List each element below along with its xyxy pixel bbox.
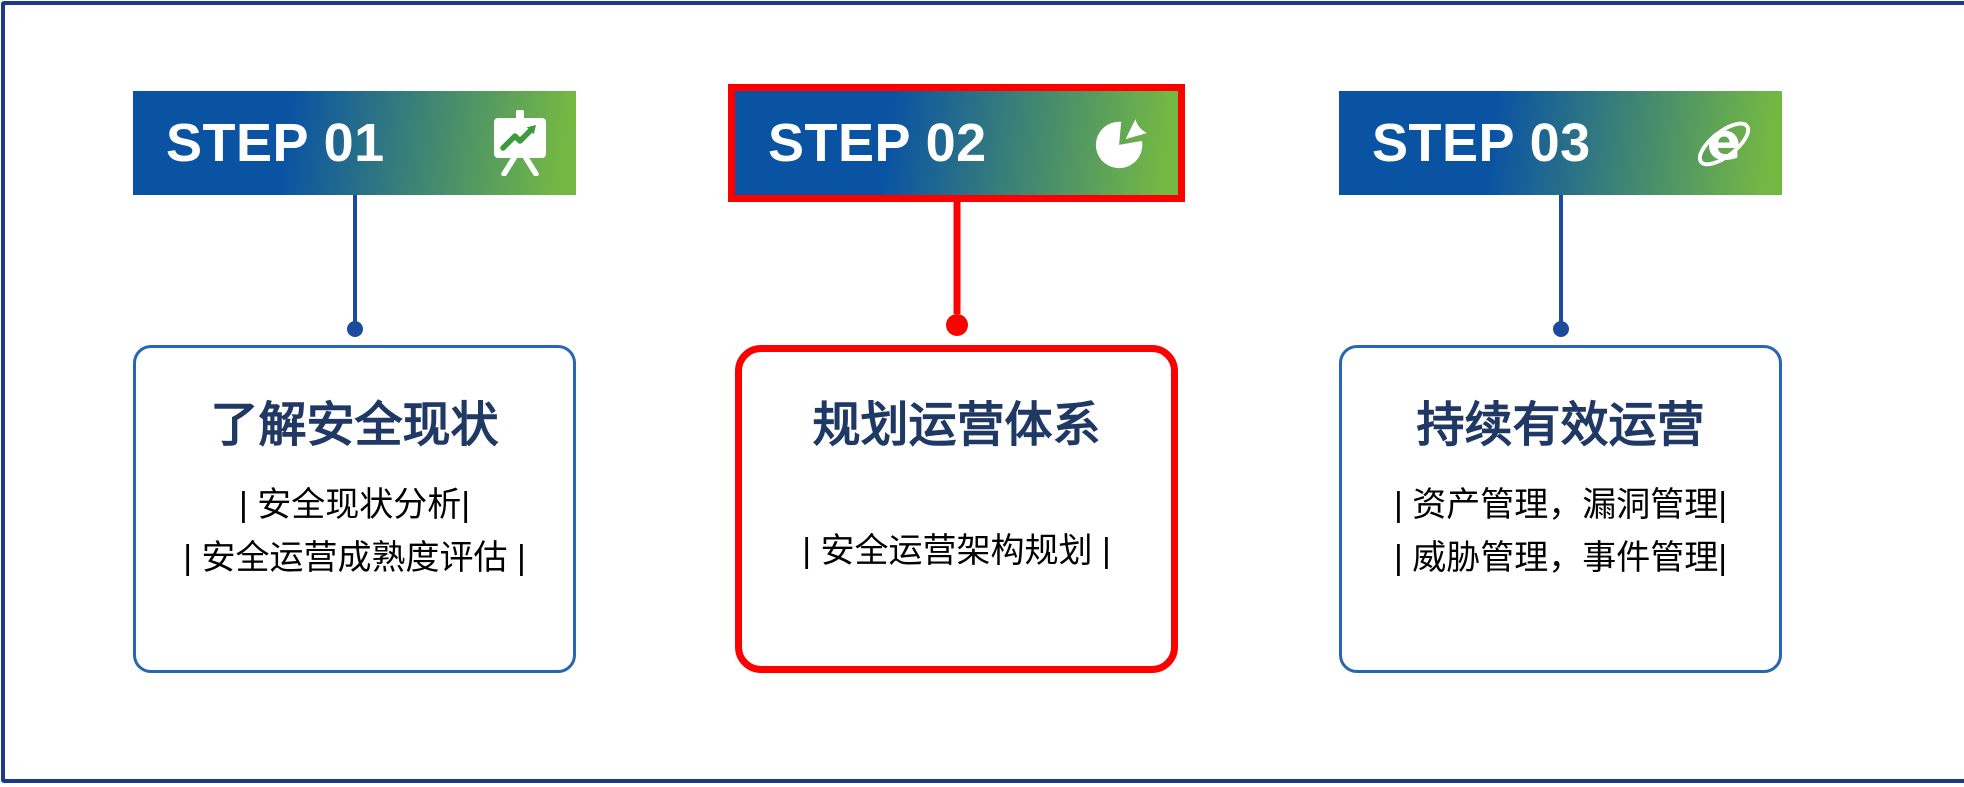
step03-label: STEP 03: [1372, 113, 1591, 173]
step03-card[interactable]: 持续有效运营 | 资产管理，漏洞管理| | 威胁管理，事件管理|: [1339, 345, 1782, 673]
step02-connector-line: [953, 202, 960, 314]
presentation-chart-icon: [490, 110, 550, 177]
step03-connector-line: [1558, 195, 1563, 323]
card-line: | 威胁管理，事件管理|: [1393, 538, 1728, 577]
step02-connector-dot: [945, 314, 968, 336]
step-column-01: STEP 01 了解安全现状 | 安全现状分析| | 安全运营成熟度评估 |: [133, 0, 576, 787]
step-column-03: STEP 03 e 持续有效运营 | 资产管理，漏洞管理| | 威胁管理，事件管…: [1339, 0, 1782, 787]
step01-card-body: | 安全现状分析| | 安全运营成熟度评估 |: [136, 479, 573, 584]
step03-header-bar[interactable]: STEP 03 e: [1339, 91, 1782, 195]
step02-header-bar[interactable]: STEP 02: [735, 91, 1178, 195]
step02-label: STEP 02: [768, 113, 987, 173]
step03-card-title: 持续有效运营: [1416, 399, 1705, 452]
step02-card[interactable]: 规划运营体系 | 安全运营架构规划 |: [735, 345, 1178, 673]
pie-chart-icon: [1094, 114, 1152, 172]
step01-card[interactable]: 了解安全现状 | 安全现状分析| | 安全运营成熟度评估 |: [133, 345, 576, 673]
step01-header-bar[interactable]: STEP 01: [133, 91, 576, 195]
internet-e-icon: e: [1692, 111, 1756, 175]
card-line: | 安全运营成熟度评估 |: [183, 538, 526, 577]
step-column-02: STEP 02 规划运营体系 | 安全运营架构规划 |: [735, 0, 1178, 787]
step02-card-title: 规划运营体系: [812, 399, 1101, 452]
step01-card-title: 了解安全现状: [210, 399, 499, 452]
card-line: | 资产管理，漏洞管理|: [1393, 486, 1728, 525]
card-line: | 安全运营架构规划 |: [802, 532, 1111, 571]
step03-card-body: | 资产管理，漏洞管理| | 威胁管理，事件管理|: [1342, 479, 1779, 584]
step01-label: STEP 01: [166, 113, 385, 173]
step01-connector-dot: [346, 321, 363, 337]
card-line: | 安全现状分析|: [238, 486, 471, 525]
step03-connector-dot: [1552, 321, 1569, 337]
step01-connector-line: [352, 195, 357, 323]
step02-card-body: | 安全运营架构规划 |: [742, 525, 1171, 578]
